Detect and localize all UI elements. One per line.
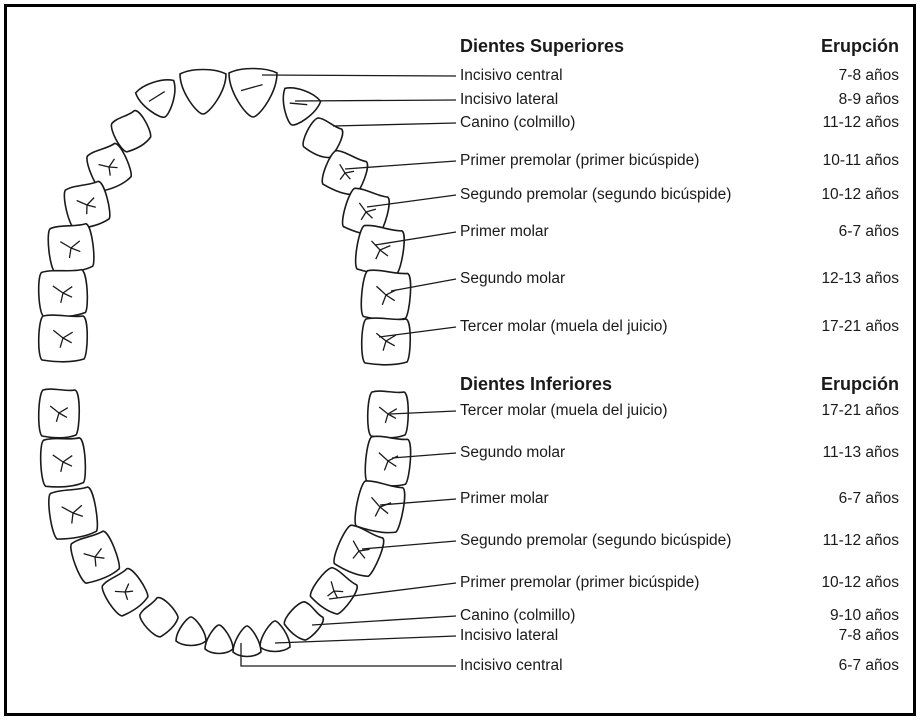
lower-teeth-header: Dientes Inferiores [460, 375, 612, 393]
lower-right-central-incisor [233, 626, 261, 657]
upper-left-central-incisor [180, 70, 226, 115]
lower-right-second-molar [364, 436, 412, 488]
upper-left-first-molar [46, 222, 97, 274]
lower-age-canine: 9-10 años [830, 607, 899, 625]
lower-left-lateral-incisor-outline [176, 617, 206, 646]
upper-right-third-molar [362, 318, 411, 365]
upper-right-second-molar [360, 269, 412, 321]
upper-age-lateral-incisor: 8-9 años [839, 91, 899, 109]
lower-left-second-molar [39, 437, 87, 489]
lower-label-second-premolar: Segundo premolar (segundo bicúspide) [460, 532, 731, 550]
lower-eruption-header: Erupción [821, 375, 899, 393]
lower-age-second-premolar: 11-12 años [823, 532, 899, 550]
leader-lower-canine [312, 616, 456, 625]
leader-upper-canine [333, 123, 456, 126]
upper-label-first-molar: Primer molar [460, 223, 549, 241]
lower-label-second-molar: Segundo molar [460, 444, 565, 462]
upper-eruption-header: Erupción [821, 37, 899, 55]
upper-teeth-header: Dientes Superiores [460, 37, 624, 55]
leader-upper-central-incisor [262, 75, 456, 76]
upper-age-first-molar: 6-7 años [839, 223, 899, 241]
lower-left-third-molar [39, 389, 80, 438]
lower-age-third-molar: 17-21 años [821, 402, 899, 420]
upper-label-first-premolar: Primer premolar (primer bicúspide) [460, 152, 699, 170]
upper-label-third-molar: Tercer molar (muela del juicio) [460, 318, 668, 336]
lower-right-third-molar [368, 391, 409, 438]
lower-left-central-incisor [205, 625, 233, 654]
upper-left-central-incisor-outline [180, 70, 226, 115]
lower-left-first-molar [46, 485, 100, 541]
lower-age-first-molar: 6-7 años [839, 490, 899, 508]
lower-label-first-molar: Primer molar [460, 490, 549, 508]
lower-label-central-incisor: Incisivo central [460, 657, 563, 675]
lower-left-lateral-incisor [176, 617, 206, 646]
lower-label-lateral-incisor: Incisivo lateral [460, 627, 558, 645]
upper-age-second-premolar: 10-12 años [821, 186, 899, 204]
lower-label-canine: Canino (colmillo) [460, 607, 575, 625]
lower-right-central-incisor-outline [233, 626, 261, 657]
upper-label-second-premolar: Segundo premolar (segundo bicúspide) [460, 186, 731, 204]
diagram-frame: Dientes Superiores Erupción Incisivo cen… [4, 4, 916, 716]
lower-right-first-molar [353, 479, 407, 535]
upper-age-first-premolar: 10-11 años [823, 152, 899, 170]
lower-age-lateral-incisor: 7-8 años [839, 627, 899, 645]
lower-age-first-premolar: 10-12 años [821, 574, 899, 592]
lower-label-first-premolar: Primer premolar (primer bicúspide) [460, 574, 699, 592]
upper-right-central-incisor [229, 69, 277, 118]
upper-left-second-molar [37, 268, 89, 318]
upper-age-third-molar: 17-21 años [821, 318, 899, 336]
upper-label-canine: Canino (colmillo) [460, 114, 575, 132]
upper-label-second-molar: Segundo molar [460, 270, 565, 288]
lower-age-central-incisor: 6-7 años [839, 657, 899, 675]
upper-right-central-incisor-outline [229, 69, 277, 118]
lower-left-central-incisor-outline [205, 625, 233, 654]
upper-label-lateral-incisor: Incisivo lateral [460, 91, 558, 109]
upper-left-third-molar [39, 315, 88, 362]
lower-label-third-molar: Tercer molar (muela del juicio) [460, 402, 668, 420]
upper-label-central-incisor: Incisivo central [460, 67, 563, 85]
upper-age-central-incisor: 7-8 años [839, 67, 899, 85]
lower-age-second-molar: 11-13 años [823, 444, 899, 462]
upper-age-second-molar: 12-13 años [821, 270, 899, 288]
upper-right-first-molar [354, 224, 407, 277]
upper-age-canine: 11-12 años [823, 114, 899, 132]
